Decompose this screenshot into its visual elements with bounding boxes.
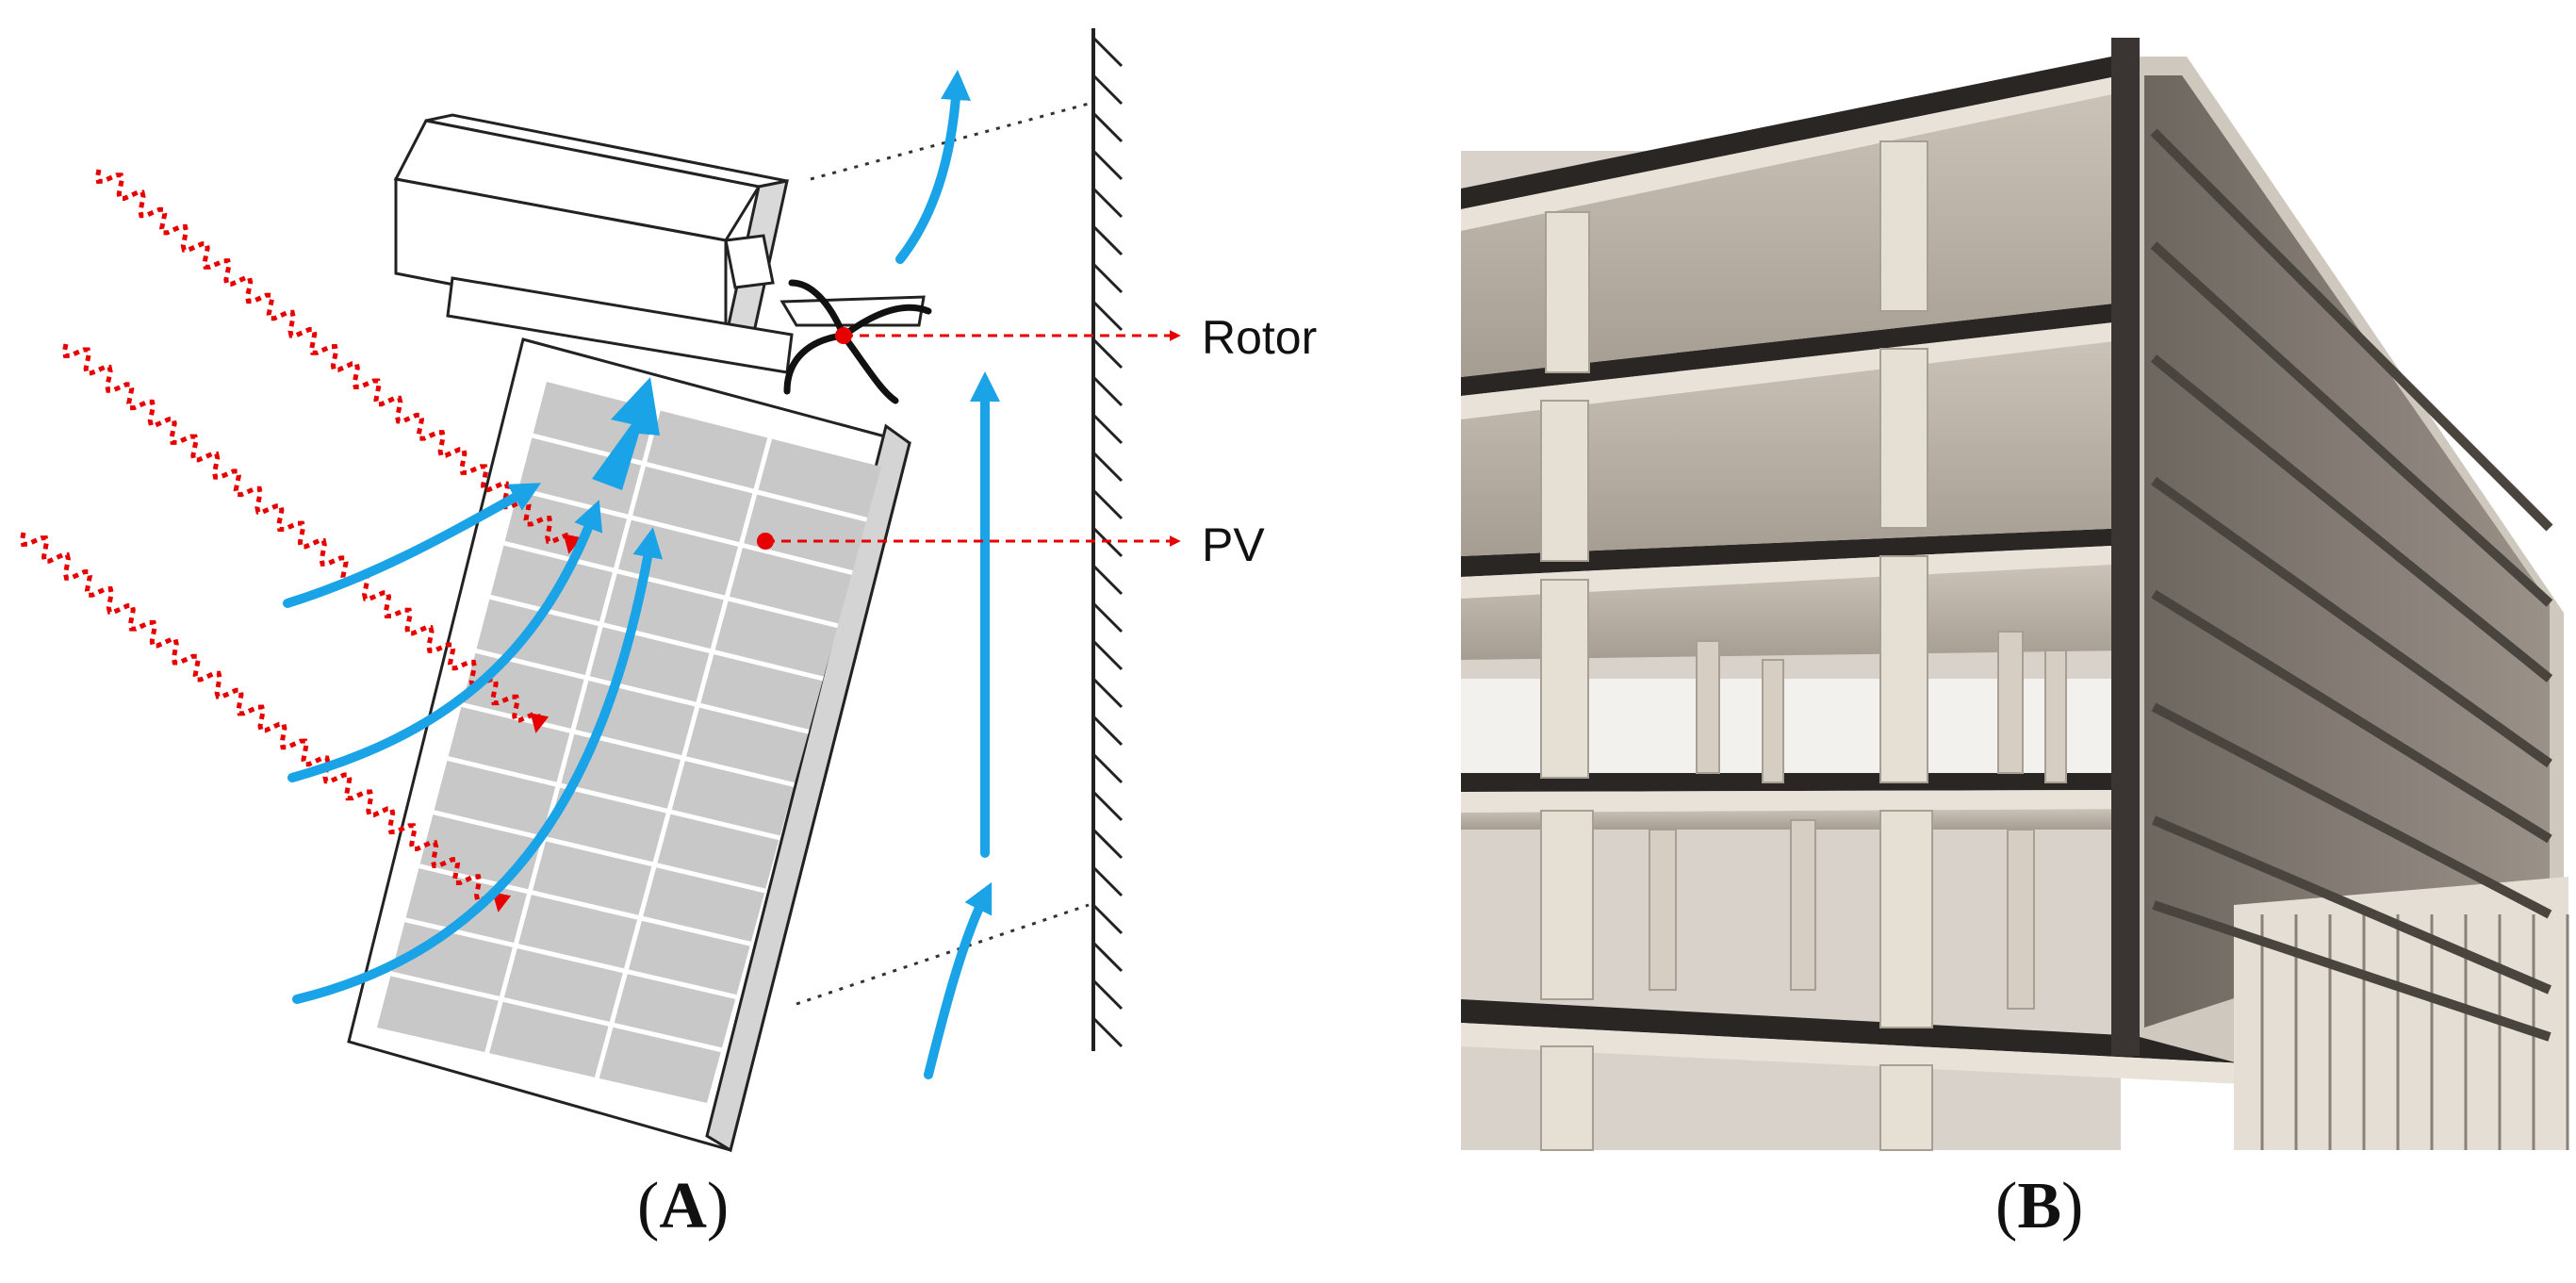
caption-a-open: ( xyxy=(637,1170,660,1242)
facade xyxy=(2140,57,2569,1150)
caption-b: (B) xyxy=(1995,1174,2083,1240)
columns xyxy=(1540,140,2067,1151)
solar-radiation xyxy=(19,169,582,913)
wall-hatching xyxy=(1091,36,1124,1048)
caption-a: (A) xyxy=(637,1174,729,1240)
airflow-arrow-bottom xyxy=(924,881,993,1079)
schematic-diagram: Rotor PV xyxy=(19,28,1317,1153)
pv-label: PV xyxy=(1202,518,1265,571)
caption-b-letter: B xyxy=(2017,1170,2062,1242)
panel-b-building-render xyxy=(1452,0,2576,1283)
airflow-arrow-1 xyxy=(283,483,541,608)
pv-cell-grid xyxy=(390,409,868,1078)
caption-a-close: ) xyxy=(706,1170,730,1242)
caption-b-close: ) xyxy=(2061,1170,2084,1242)
airflow-arrow-2 xyxy=(287,500,603,782)
solar-ray-2 xyxy=(61,343,550,733)
projection-lines xyxy=(796,102,1090,1006)
airflow-arrow-3 xyxy=(292,527,663,1004)
pv-louvers xyxy=(2150,128,2553,1042)
rotor-label: Rotor xyxy=(1202,311,1317,364)
airflow xyxy=(283,70,1001,1079)
pv-leader-dot xyxy=(757,533,774,550)
panel-a-schematic: Rotor PV xyxy=(19,28,1317,1153)
solar-ray-1 xyxy=(94,169,582,554)
building-render xyxy=(1461,38,2569,1151)
caption-b-open: ( xyxy=(1995,1170,2018,1242)
rotor xyxy=(783,279,932,404)
corner-column xyxy=(2111,38,2140,1056)
airflow-arrow-top xyxy=(895,70,971,264)
panel-airflow-arrow xyxy=(592,377,660,490)
leader-lines xyxy=(765,330,1181,547)
floor-slabs xyxy=(1461,57,2243,1084)
rotor-housing xyxy=(393,113,926,374)
solar-ray-3 xyxy=(19,532,512,913)
ceiling-bays xyxy=(1461,90,2130,830)
caption-a-letter: A xyxy=(659,1170,707,1242)
